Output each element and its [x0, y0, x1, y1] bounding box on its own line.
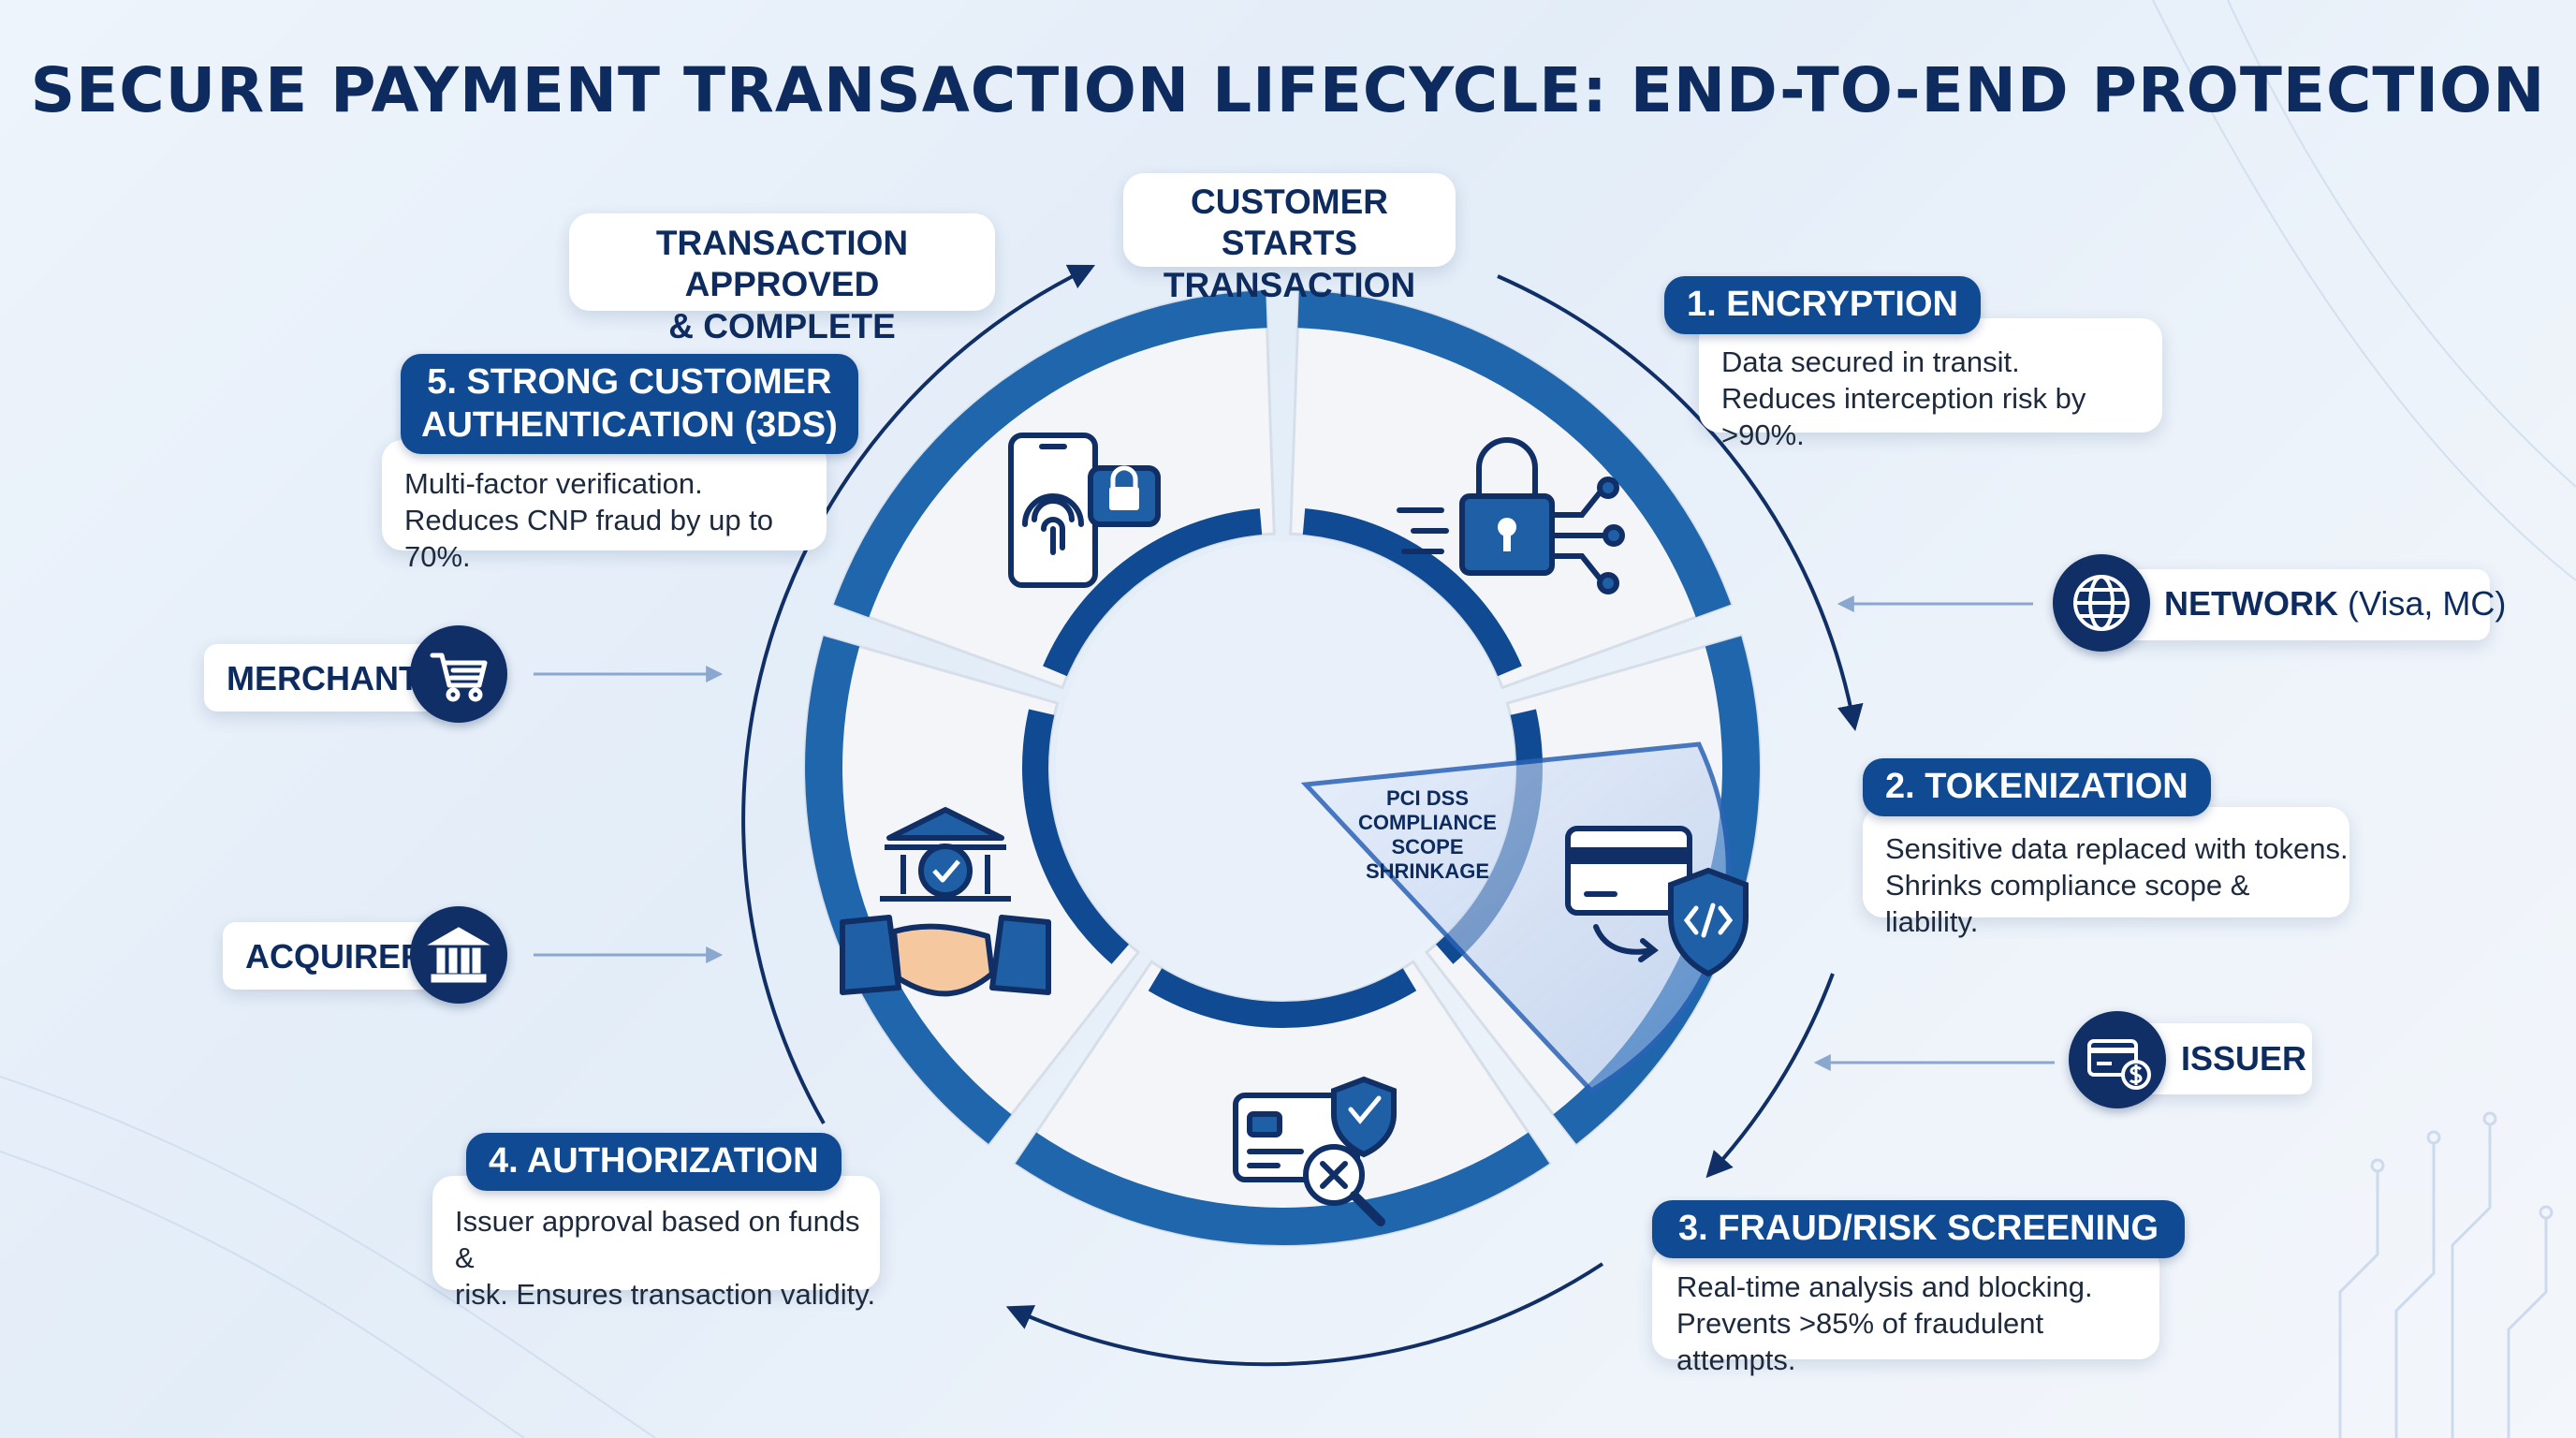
acquirer-badge [410, 906, 507, 1004]
step-4-description: Issuer approval based on funds & risk. E… [455, 1205, 876, 1311]
network-card: NETWORK (Visa, MC) [2086, 569, 2506, 640]
card-fraud-magnifier-icon [1233, 1076, 1397, 1226]
step-2-description: Sensitive data replaced with tokens. Shr… [1885, 832, 2349, 938]
step-2-card: Sensitive data replaced with tokens. Shr… [1863, 807, 2349, 938]
segment-fraud-screening-outer-band [1015, 1132, 1550, 1245]
acquirer-card: ACQUIRER [223, 922, 440, 990]
step-4-pill: 4. AUTHORIZATION [466, 1133, 842, 1191]
step-5-card: Multi-factor verification. Reduces CNP f… [382, 440, 827, 573]
cycle-arrow-bottom [1005, 1262, 1604, 1367]
transaction-complete-card: TRANSACTION APPROVED & COMPLETE [569, 213, 995, 345]
acquirer-label: ACQUIRER [245, 937, 426, 976]
step-1-pill: 1. ENCRYPTION [1664, 276, 1981, 334]
step-4-card: Issuer approval based on funds & risk. E… [432, 1176, 880, 1311]
step-5-pill: 5. STRONG CUSTOMER AUTHENTICATION (3DS) [401, 354, 858, 455]
segment-authorization-inner-band [1021, 709, 1129, 964]
network-label: NETWORK [2164, 584, 2338, 623]
padlock-circuit-icon [1397, 437, 1625, 594]
step-1-card: Data secured in transit. Reduces interce… [1699, 318, 2162, 451]
step-5-description: Multi-factor verification. Reduces CNP f… [404, 467, 774, 573]
issuer-label: ISSUER [2181, 1039, 2307, 1078]
cycle-arrow-left [741, 264, 1096, 1124]
step-3-description: Real-time analysis and blocking. Prevent… [1676, 1270, 2093, 1376]
page-title: SECURE PAYMENT TRANSACTION LIFECYCLE: EN… [30, 54, 2546, 126]
transaction-complete-label: TRANSACTION APPROVED & COMPLETE [655, 224, 909, 345]
globe-icon [2073, 575, 2130, 631]
merchant-badge [410, 625, 507, 723]
pci-overlay-label: PCI DSS COMPLIANCE SCOPE SHRINKAGE [1358, 786, 1497, 883]
bank-icon [427, 927, 490, 983]
issuer-badge [2069, 1011, 2166, 1108]
merchant-label: MERCHANT [227, 659, 419, 697]
network-label-wrap: NETWORK (Visa, MC) [2164, 584, 2506, 624]
phone-fingerprint-icon [1008, 433, 1161, 588]
card-token-shield-icon [1565, 826, 1749, 977]
segment-encryption-outer-band [1297, 290, 1732, 618]
segment-authentication-inner-band [1043, 508, 1263, 677]
segment-fraud-screening-inner-band [1148, 968, 1417, 1029]
cart-icon [430, 653, 488, 702]
segment-authorization-outer-band [805, 636, 1012, 1144]
customer-starts-card: CUSTOMER STARTS TRANSACTION [1123, 173, 1456, 304]
network-detail: (Visa, MC) [2337, 584, 2507, 623]
segment-encryption [1289, 288, 1734, 690]
cycle-arrow-start [1497, 274, 1864, 731]
card-dollar-icon [2087, 1039, 2151, 1090]
step-3-pill: 3. FRAUD/RISK SCREENING [1652, 1200, 2186, 1258]
step-2-pill: 2. TOKENIZATION [1863, 758, 2211, 816]
network-badge [2053, 554, 2150, 652]
segment-encryption-inner-band [1302, 508, 1522, 677]
cycle-arrow-2-to-3 [1705, 973, 1835, 1179]
step-3-card: Real-time analysis and blocking. Prevent… [1652, 1245, 2159, 1376]
segment-authentication-outer-band [833, 290, 1267, 618]
bank-handshake-icon [840, 807, 1051, 997]
step-1-description: Data secured in transit. Reduces interce… [1721, 345, 2086, 451]
segment-authorization [803, 634, 1141, 1147]
merchant-card: MERCHANT [204, 644, 438, 712]
customer-starts-label: CUSTOMER STARTS TRANSACTION [1163, 183, 1416, 304]
